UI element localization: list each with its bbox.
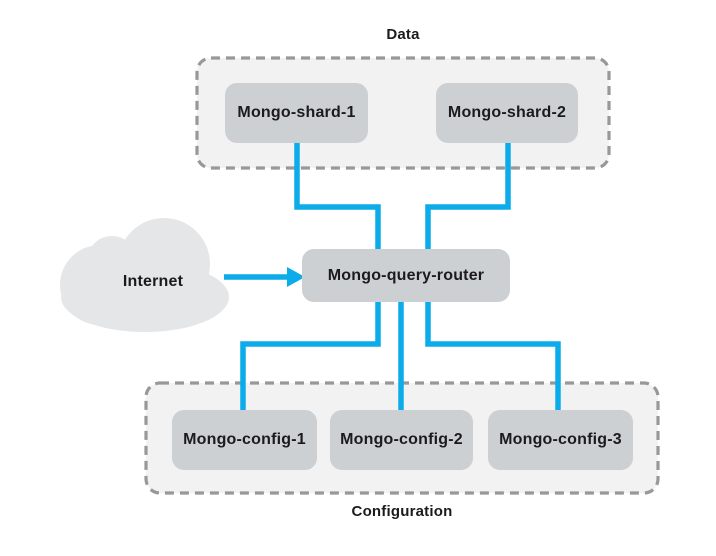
node-mongo-shard-1: Mongo-shard-1 [225,83,368,143]
internet-label: Internet [122,273,184,290]
internet-cloud-icon [60,218,229,332]
node-mongo-config-1: Mongo-config-1 [172,410,317,470]
node-label: Mongo-query-router [327,266,485,284]
node-label: Mongo-shard-2 [447,104,567,121]
node-label: Mongo-config-2 [340,431,463,448]
node-mongo-config-3: Mongo-config-3 [488,410,633,470]
data-group-label: Data [386,26,420,43]
connector-router-to-config1 [240,300,381,413]
arrowhead-icon [287,267,305,287]
connector-router-to-config3 [425,300,561,413]
node-label: Mongo-shard-1 [237,104,356,121]
node-mongo-config-2: Mongo-config-2 [330,410,473,470]
node-label: Mongo-config-1 [183,431,306,448]
configuration-group-label: Configuration [351,503,453,520]
node-label: Mongo-config-3 [499,431,622,448]
internet-to-router-arrow [224,267,305,287]
connector-shard1-to-router [294,140,381,252]
node-mongo-query-router: Mongo-query-router [302,249,510,302]
connector-shard2-to-router [425,140,511,252]
node-mongo-shard-2: Mongo-shard-2 [436,83,578,143]
